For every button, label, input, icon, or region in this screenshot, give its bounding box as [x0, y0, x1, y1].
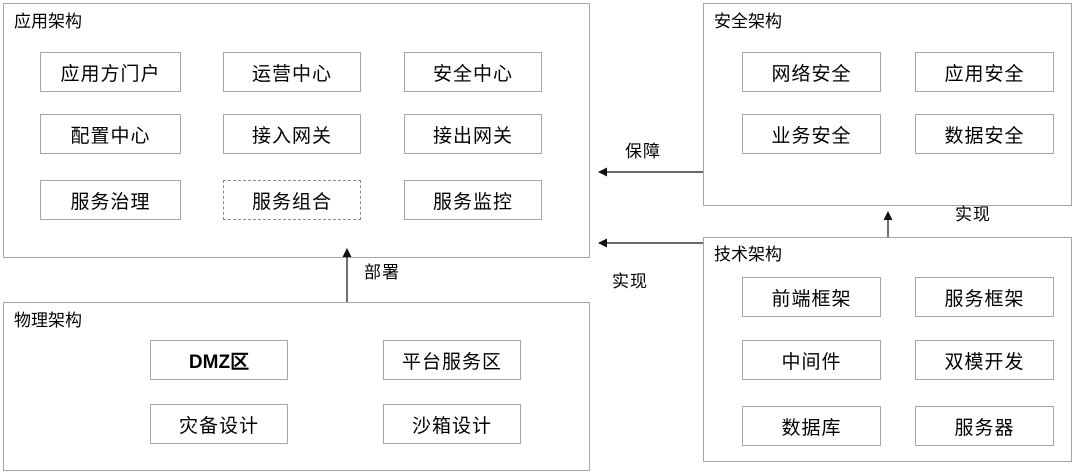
node-business-security[interactable]: 业务安全 [742, 114, 881, 154]
node-database[interactable]: 数据库 [742, 406, 881, 446]
panel-title-security: 安全架构 [714, 12, 782, 31]
node-dual-mode-development[interactable]: 双模开发 [915, 340, 1054, 380]
node-config-center[interactable]: 配置中心 [40, 114, 181, 154]
node-sandbox-design[interactable]: 沙箱设计 [383, 404, 521, 444]
node-server[interactable]: 服务器 [915, 406, 1054, 446]
connector-label-shixian-technical-security: 实现 [955, 205, 991, 224]
connector-label-bushu: 部署 [364, 263, 400, 282]
node-disaster-recovery-design[interactable]: 灾备设计 [150, 404, 288, 444]
node-dmz-zone[interactable]: DMZ区 [150, 340, 288, 380]
panel-title-application: 应用架构 [14, 12, 82, 31]
node-service-monitoring[interactable]: 服务监控 [404, 180, 542, 220]
node-operation-center[interactable]: 运营中心 [223, 52, 361, 92]
panel-title-technical: 技术架构 [714, 245, 782, 264]
connector-label-baozhang: 保障 [625, 142, 661, 161]
node-security-center[interactable]: 安全中心 [404, 52, 542, 92]
node-platform-service-zone[interactable]: 平台服务区 [383, 340, 521, 380]
node-middleware[interactable]: 中间件 [742, 340, 881, 380]
node-egress-gateway[interactable]: 接出网关 [404, 114, 542, 154]
node-service-framework[interactable]: 服务框架 [915, 277, 1054, 317]
node-application-portal[interactable]: 应用方门户 [40, 52, 181, 92]
node-service-governance[interactable]: 服务治理 [40, 180, 181, 220]
panel-title-physical: 物理架构 [14, 311, 82, 330]
panel-physical-architecture[interactable] [3, 302, 590, 471]
node-application-security[interactable]: 应用安全 [915, 52, 1054, 92]
node-data-security[interactable]: 数据安全 [915, 114, 1054, 154]
panel-security-architecture[interactable] [703, 3, 1072, 206]
node-service-composition[interactable]: 服务组合 [223, 180, 361, 220]
connector-label-shixian-technical-application: 实现 [612, 272, 648, 291]
node-network-security[interactable]: 网络安全 [742, 52, 881, 92]
node-ingress-gateway[interactable]: 接入网关 [223, 114, 361, 154]
node-frontend-framework[interactable]: 前端框架 [742, 277, 881, 317]
